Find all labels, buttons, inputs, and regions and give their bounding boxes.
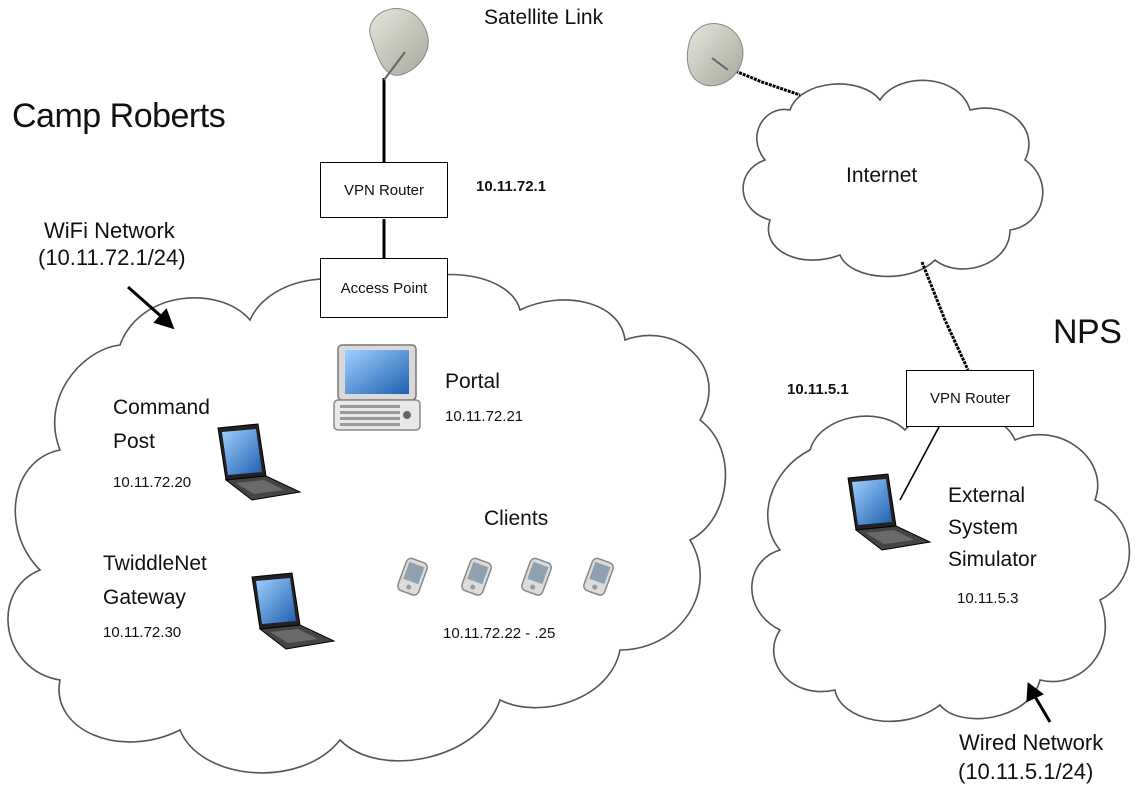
twiddlenet-laptop-icon <box>251 572 336 650</box>
connection-lines <box>382 66 970 501</box>
clients-ip-range: 10.11.72.22 - .25 <box>443 625 556 642</box>
external-system-simulator-ip: 10.11.5.3 <box>957 590 1019 607</box>
camp-vpn-router-label: VPN Router <box>343 181 425 199</box>
wifi-network-label-line2: (10.11.72.1/24) <box>38 245 186 270</box>
nps-router-to-laptop-line <box>899 424 941 501</box>
nps-wired-cloud <box>751 409 1131 723</box>
camp-roberts-title: Camp Roberts <box>12 97 226 135</box>
nps-vpn-router-label: VPN Router <box>929 390 1011 407</box>
wired-network-label-line1: Wired Network <box>959 730 1104 755</box>
internet-cloud <box>742 79 1044 278</box>
camp-vpn-router-box: VPN Router <box>320 162 448 218</box>
portal-ip: 10.11.72.21 <box>445 408 524 425</box>
wifi-pointer-arrow <box>127 285 175 330</box>
internet-label: Internet <box>846 164 918 187</box>
command-post-laptop-icon <box>217 423 302 501</box>
wired-network-label-line2: (10.11.5.1/24) <box>958 759 1094 784</box>
wired-pointer-arrow <box>1026 682 1052 723</box>
client-pda-icon <box>397 557 429 596</box>
satellite-dish-left-icon <box>369 8 429 81</box>
portal-label: Portal <box>445 370 500 393</box>
dish-to-internet-line <box>727 66 801 97</box>
external-simulator-laptop-icon <box>847 473 932 551</box>
twiddlenet-gateway-label: TwiddleNet Gateway <box>103 552 207 609</box>
satellite-link-label: Satellite Link <box>484 6 604 29</box>
nps-title: NPS <box>1053 313 1122 351</box>
access-point-box: Access Point <box>320 258 448 318</box>
portal-device-icon <box>333 344 421 431</box>
twiddlenet-gateway-ip: 10.11.72.30 <box>103 624 182 641</box>
camp-vpn-router-ip: 10.11.72.1 <box>476 178 547 195</box>
clients-label: Clients <box>484 507 549 530</box>
client-pda-icon <box>461 557 493 596</box>
external-system-simulator-label: External System Simulator <box>948 484 1037 571</box>
client-pda-icon <box>521 557 553 596</box>
internet-to-nps-router-line <box>920 261 970 371</box>
client-pda-icon <box>583 557 615 596</box>
nps-vpn-router-ip: 10.11.5.1 <box>787 381 849 398</box>
command-post-label: Command Post <box>113 396 210 453</box>
nps-vpn-router-box: VPN Router <box>906 370 1034 427</box>
command-post-ip: 10.11.72.20 <box>113 474 192 491</box>
satellite-dish-right-icon <box>686 23 744 87</box>
wifi-network-label-line1: WiFi Network <box>44 218 175 243</box>
access-point-label: Access Point <box>340 279 428 297</box>
